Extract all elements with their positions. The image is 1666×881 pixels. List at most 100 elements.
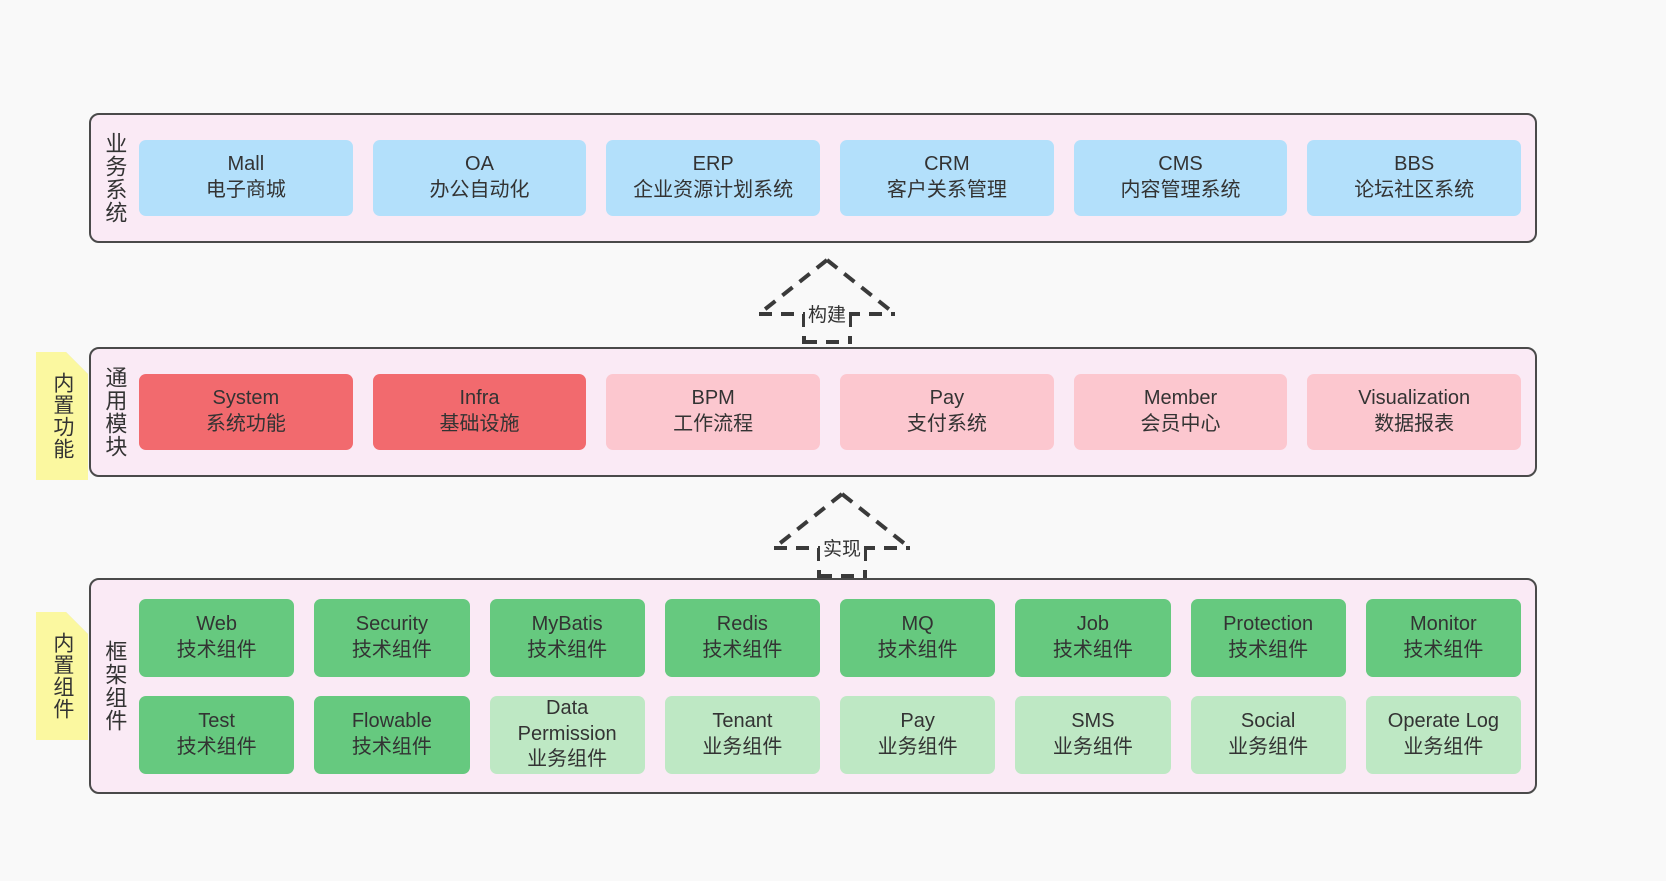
node-title: Visualization — [1358, 387, 1471, 410]
node-title: MQ — [901, 612, 934, 635]
node-system[interactable]: System 系统功能 — [139, 374, 353, 450]
node-title: Infra — [459, 387, 500, 410]
node-web[interactable]: Web 技术组件 — [139, 598, 295, 677]
node-title: Protection — [1223, 612, 1314, 635]
node-title: Redis — [716, 612, 768, 635]
node-social[interactable]: Social 业务组件 — [1190, 695, 1346, 774]
node-visualization[interactable]: Visualization 数据报表 — [1307, 374, 1522, 450]
node-test[interactable]: Test 技术组件 — [139, 695, 295, 774]
node-title: Pay — [929, 387, 965, 410]
node-bpm[interactable]: BPM 工作流程 — [606, 374, 821, 450]
layer-business-system: 业务系统 Mall 电子商城 OA 办公自动化 ERP 企业资源计划系统 CRM… — [89, 113, 1537, 243]
node-title: OA — [465, 153, 494, 176]
node-mq[interactable]: MQ 技术组件 — [840, 598, 996, 677]
node-monitor[interactable]: Monitor 技术组件 — [1365, 598, 1521, 677]
connector-build: 构建 — [757, 258, 897, 344]
note-label: 内置功能 — [50, 372, 74, 460]
node-title: Web — [196, 612, 237, 635]
node-title: Pay — [900, 709, 935, 732]
node-pay-module[interactable]: Pay 支付系统 — [840, 374, 1054, 450]
node-bbs[interactable]: BBS 论坛社区系统 — [1307, 140, 1522, 216]
node-cms[interactable]: CMS 内容管理系统 — [1073, 140, 1288, 216]
node-oa[interactable]: OA 办公自动化 — [372, 140, 587, 216]
node-subtitle: 客户关系管理 — [886, 179, 1007, 201]
node-flowable[interactable]: Flowable 技术组件 — [314, 695, 470, 774]
node-title: Data Permission — [517, 697, 617, 745]
node-crm[interactable]: CRM 客户关系管理 — [840, 140, 1054, 216]
node-subtitle: 支付系统 — [906, 413, 987, 435]
node-subtitle: 技术组件 — [1228, 638, 1309, 661]
node-subtitle: 技术组件 — [351, 735, 432, 758]
node-data-permission[interactable]: Data Permission 业务组件 — [489, 695, 645, 774]
node-title: SMS — [1071, 709, 1115, 732]
node-title: ERP — [692, 153, 734, 176]
connector-implement: 实现 — [772, 492, 912, 578]
note-builtin-function: 内置功能 — [36, 352, 88, 480]
node-operate-log[interactable]: Operate Log 业务组件 — [1365, 695, 1521, 774]
node-subtitle: 技术组件 — [176, 735, 257, 758]
node-subtitle: 技术组件 — [527, 638, 608, 661]
node-subtitle: 业务组件 — [1052, 735, 1133, 758]
node-erp[interactable]: ERP 企业资源计划系统 — [606, 140, 821, 216]
node-member[interactable]: Member 会员中心 — [1073, 374, 1288, 450]
node-security[interactable]: Security 技术组件 — [314, 598, 470, 677]
node-subtitle: 业务组件 — [702, 735, 783, 758]
layer-framework-component: 框架组件 Web 技术组件 Security 技术组件 MyBatis 技术组件… — [89, 578, 1537, 794]
layer-row: Test 技术组件 Flowable 技术组件 Data Permission … — [139, 695, 1521, 774]
node-redis[interactable]: Redis 技术组件 — [664, 598, 820, 677]
node-subtitle: 内容管理系统 — [1120, 179, 1241, 201]
node-subtitle: 业务组件 — [527, 748, 608, 771]
note-label: 内置组件 — [50, 632, 74, 720]
node-subtitle: 办公自动化 — [429, 179, 530, 201]
node-title: Job — [1076, 612, 1109, 635]
node-title: Flowable — [351, 709, 432, 732]
layer-title-common-module: 通用模块 — [102, 366, 128, 458]
node-subtitle: 业务组件 — [1403, 735, 1484, 758]
node-protection[interactable]: Protection 技术组件 — [1190, 598, 1346, 677]
node-subtitle: 系统功能 — [205, 413, 286, 435]
node-job[interactable]: Job 技术组件 — [1015, 598, 1171, 677]
layer-title-framework-component: 框架组件 — [102, 640, 128, 732]
node-subtitle: 论坛社区系统 — [1354, 179, 1475, 201]
node-title: MyBatis — [531, 612, 603, 635]
layer-row: Mall 电子商城 OA 办公自动化 ERP 企业资源计划系统 CRM 客户关系… — [139, 140, 1522, 216]
layer-common-module: 通用模块 System 系统功能 Infra 基础设施 BPM 工作流程 Pay… — [89, 347, 1537, 477]
node-title: Security — [355, 612, 428, 635]
node-subtitle: 电子商城 — [205, 179, 286, 201]
node-subtitle: 企业资源计划系统 — [633, 179, 794, 201]
node-title: BPM — [691, 387, 735, 410]
layer-body-business-system: Mall 电子商城 OA 办公自动化 ERP 企业资源计划系统 CRM 客户关系… — [137, 115, 1535, 241]
node-subtitle: 基础设施 — [439, 413, 520, 435]
node-subtitle: 业务组件 — [877, 735, 958, 758]
node-mybatis[interactable]: MyBatis 技术组件 — [489, 598, 645, 677]
node-subtitle: 数据报表 — [1374, 413, 1455, 435]
node-subtitle: 技术组件 — [1052, 638, 1133, 661]
node-subtitle: 技术组件 — [176, 638, 257, 661]
connector-implement-label: 实现 — [819, 534, 865, 561]
node-title: Member — [1143, 387, 1218, 410]
note-fold-corner-icon — [66, 352, 88, 374]
node-mall[interactable]: Mall 电子商城 — [139, 140, 353, 216]
node-title: CRM — [924, 153, 970, 176]
node-subtitle: 会员中心 — [1140, 413, 1221, 435]
node-title: Test — [198, 709, 235, 732]
layer-body-framework-component: Web 技术组件 Security 技术组件 MyBatis 技术组件 Redi… — [137, 580, 1535, 792]
node-tenant[interactable]: Tenant 业务组件 — [664, 695, 820, 774]
node-subtitle: 技术组件 — [351, 638, 432, 661]
node-pay-component[interactable]: Pay 业务组件 — [840, 695, 996, 774]
node-title: Monitor — [1410, 612, 1477, 635]
node-title: Operate Log — [1387, 709, 1499, 732]
node-subtitle: 技术组件 — [702, 638, 783, 661]
layer-row: Web 技术组件 Security 技术组件 MyBatis 技术组件 Redi… — [139, 598, 1521, 677]
connector-build-label: 构建 — [804, 300, 850, 327]
node-infra[interactable]: Infra 基础设施 — [372, 374, 587, 450]
node-subtitle: 技术组件 — [1403, 638, 1484, 661]
node-sms[interactable]: SMS 业务组件 — [1015, 695, 1171, 774]
node-title: Social — [1240, 709, 1296, 732]
node-title: BBS — [1394, 153, 1435, 176]
layer-body-common-module: System 系统功能 Infra 基础设施 BPM 工作流程 Pay 支付系统… — [137, 349, 1535, 475]
layer-row: System 系统功能 Infra 基础设施 BPM 工作流程 Pay 支付系统… — [139, 374, 1522, 450]
node-title: Mall — [227, 153, 265, 176]
note-builtin-component: 内置组件 — [36, 612, 88, 740]
